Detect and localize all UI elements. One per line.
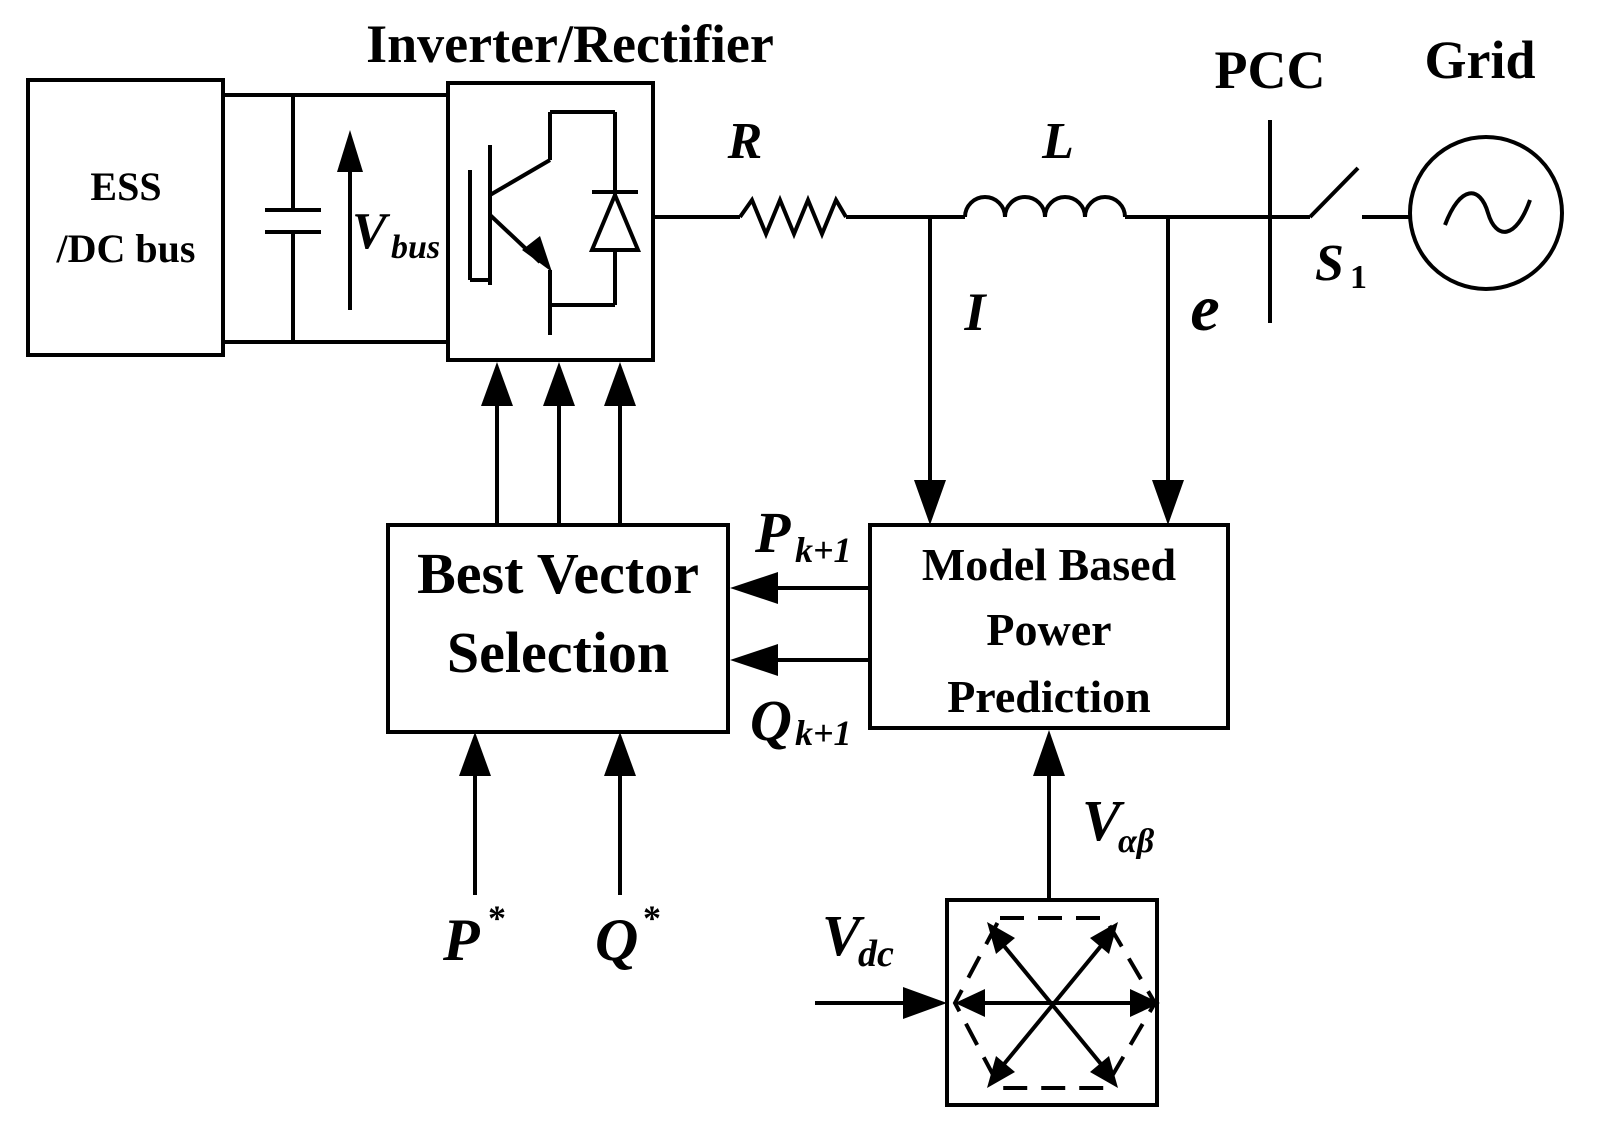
vbus-subscript: bus [391,229,440,266]
p-ref-superscript: * [488,898,506,938]
gating-signal-arrows [481,362,636,525]
valphabeta-subscript: αβ [1118,823,1155,860]
p-reference-arrow [459,732,491,895]
vbus-arrow [337,130,363,310]
grid-source-icon [1408,135,1564,291]
model-based-power-prediction-block [868,523,1230,730]
mbpp-line3: Prediction [947,671,1151,722]
best-vector-selection-block [386,523,730,734]
bvs-line2: Selection [447,620,669,685]
inductor-icon [963,195,1127,218]
igbt-diode-icon [468,110,642,335]
valphabeta-label: V [1082,788,1125,853]
switch-s1-icon [1308,166,1360,219]
p-prediction-arrow [730,572,870,604]
inductor-label: L [1041,113,1074,170]
mbpp-line1: Model Based [922,539,1177,590]
vdc-input-arrow [815,987,947,1019]
ess-label: ESS [90,164,161,209]
grid-label: Grid [1424,30,1535,90]
vbus-label: V [352,203,391,260]
q-prediction-arrow [730,644,870,676]
mbpp-line2: Power [986,604,1111,655]
resistor-label: R [727,113,763,170]
vdc-subscript: dc [858,933,894,975]
dc-bus-label: /DC bus [56,226,196,271]
ess-dc-bus-block [26,78,225,357]
hexagon-vectors-icon [952,916,1160,1090]
q-ref-superscript: * [643,898,661,938]
vdc-label: V [822,903,865,968]
resistor-icon [738,194,848,240]
current-sense-arrowhead [914,480,946,525]
inverter-title: Inverter/Rectifier [366,14,774,74]
valphabeta-arrow [1033,730,1065,900]
pcc-label: PCC [1215,40,1326,100]
p-pred-label: P [754,500,791,565]
voltage-sense-arrowhead [1152,480,1184,525]
q-pred-subscript: k+1 [795,713,852,753]
q-pred-label: Q [750,688,792,753]
ac-sine-icon [1443,191,1532,234]
q-ref-label: Q [595,907,638,973]
p-pred-subscript: k+1 [795,530,852,570]
bvs-line1: Best Vector [417,541,699,606]
switch-subscript: 1 [1350,259,1367,296]
dc-link-capacitor-icon [265,95,321,342]
q-reference-arrow [604,732,636,895]
p-ref-label: P [442,907,481,973]
switch-label: S [1315,235,1344,292]
voltage-label: e [1190,272,1219,345]
current-label: I [963,282,987,342]
